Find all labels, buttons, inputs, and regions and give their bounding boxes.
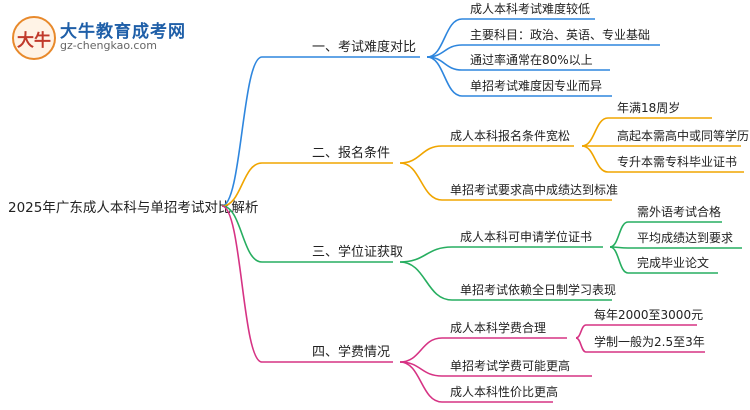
subtopic[interactable]: 单招考试学费可能更高 bbox=[450, 358, 570, 373]
detail-connector bbox=[581, 117, 609, 147]
subtopic-connector bbox=[399, 246, 453, 263]
subtopic-connector bbox=[399, 145, 443, 164]
detail-topic[interactable]: 学制一般为2.5至3年 bbox=[594, 334, 705, 349]
detail-connector bbox=[609, 246, 629, 274]
branch-topic[interactable]: 一、考试难度对比 bbox=[312, 39, 416, 55]
detail-connector bbox=[575, 324, 587, 339]
subtopic-connector bbox=[399, 261, 453, 301]
branch-connector bbox=[221, 162, 263, 207]
subtopic[interactable]: 成人本科报名条件宽松 bbox=[450, 128, 570, 143]
branch-connector bbox=[221, 205, 263, 363]
subtopic[interactable]: 成人本科考试难度较低 bbox=[470, 1, 590, 16]
subtopic-connector bbox=[399, 337, 443, 363]
subtopic[interactable]: 成人本科学费合理 bbox=[450, 320, 546, 335]
subtopic-connector bbox=[399, 162, 443, 201]
subtopic[interactable]: 成人本科可申请学位证书 bbox=[460, 229, 592, 244]
subtopic-connector bbox=[399, 361, 443, 403]
subtopic[interactable]: 成人本科性价比更高 bbox=[450, 384, 558, 399]
detail-connector bbox=[581, 145, 609, 173]
branch-connector bbox=[221, 205, 263, 263]
branch-topic[interactable]: 二、报名条件 bbox=[312, 145, 390, 161]
detail-connector bbox=[609, 221, 629, 248]
detail-topic[interactable]: 每年2000至3000元 bbox=[594, 307, 703, 322]
subtopic[interactable]: 主要科目：政治、英语、专业基础 bbox=[470, 27, 650, 42]
detail-connector bbox=[575, 337, 587, 353]
brand-badge-icon: 大牛 bbox=[12, 16, 56, 60]
branch-topic[interactable]: 四、学费情况 bbox=[312, 344, 390, 360]
brand-title: 大牛教育成考网 bbox=[60, 22, 186, 42]
detail-topic[interactable]: 完成毕业论文 bbox=[637, 255, 709, 270]
subtopic[interactable]: 单招考试依赖全日制学习表现 bbox=[460, 282, 616, 297]
brand-url: gz-chengkao.com bbox=[60, 39, 157, 52]
branch-connector bbox=[221, 56, 263, 207]
subtopic[interactable]: 单招考试难度因专业而异 bbox=[470, 78, 602, 93]
subtopic[interactable]: 通过率通常在80%以上 bbox=[470, 52, 593, 67]
root-topic[interactable]: 2025年广东成人本科与单招考试对比解析 bbox=[8, 200, 258, 216]
detail-topic[interactable]: 需外语考试合格 bbox=[637, 204, 721, 219]
detail-topic[interactable]: 高起本需高中或同等学历 bbox=[617, 128, 749, 143]
subtopic[interactable]: 单招考试要求高中成绩达到标准 bbox=[450, 182, 618, 197]
brand-logo[interactable]: 大牛 大牛教育成考网 gz-chengkao.com bbox=[8, 14, 228, 60]
detail-topic[interactable]: 专升本需专科毕业证书 bbox=[617, 154, 737, 169]
branch-topic[interactable]: 三、学位证获取 bbox=[312, 244, 403, 260]
detail-topic[interactable]: 平均成绩达到要求 bbox=[637, 231, 733, 245]
detail-topic[interactable]: 年满18周岁 bbox=[617, 100, 680, 115]
subtopic-connector bbox=[426, 56, 463, 97]
